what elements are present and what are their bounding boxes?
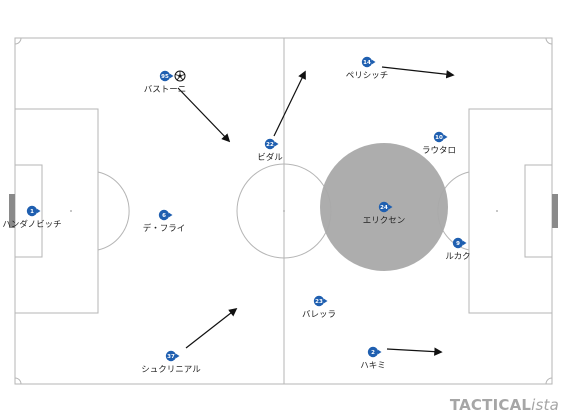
player-marker <box>165 350 177 362</box>
movement-arrow <box>273 70 306 137</box>
soccer-ball-icon <box>174 70 186 82</box>
movement-arrow <box>381 66 455 79</box>
center-spot <box>283 210 285 212</box>
players-layer: 1 ハンダノビッチ 6 デ・フライ 95 バストーニ 37 シュクリニアル 22 ビダル 23 バレッ… <box>2 56 471 375</box>
player-number: 37 <box>167 354 175 360</box>
player-direction-icon <box>372 59 376 65</box>
player-number: 9 <box>456 241 460 247</box>
player-number: 1 <box>30 209 34 215</box>
player-marker <box>367 346 379 358</box>
player-name: デ・フライ <box>143 223 186 234</box>
player-marker <box>159 70 171 82</box>
player-direction-icon <box>170 73 174 79</box>
player-number: 14 <box>363 60 371 66</box>
player-bastoni: 95 バストーニ <box>144 70 187 95</box>
left-penalty-arc <box>97 171 130 251</box>
player-number: 95 <box>161 74 169 80</box>
player-barella: 23 バレッラ <box>302 295 336 320</box>
player-direction-icon <box>275 141 279 147</box>
player-name: ハンダノビッチ <box>2 219 61 230</box>
player-marker <box>361 56 373 68</box>
player-lukaku: 9 ルカク <box>445 237 471 262</box>
player-name: ラウタロ <box>422 146 456 156</box>
player-number: 24 <box>380 205 388 211</box>
player-marker <box>378 201 390 213</box>
player-direction-icon <box>444 134 448 140</box>
corner-arc <box>14 37 22 45</box>
player-name: ビダル <box>257 152 283 163</box>
player-number: 22 <box>266 142 274 148</box>
movement-arrow <box>185 307 238 349</box>
player-direction-icon <box>37 208 41 214</box>
corner-arc <box>545 37 553 45</box>
brand-main: TACTICAL <box>449 396 532 414</box>
player-name: エリクセン <box>363 216 406 226</box>
left-penalty-spot <box>70 210 72 212</box>
player-name: ルカク <box>445 252 470 262</box>
player-direction-icon <box>463 240 467 246</box>
right-goal-area <box>524 164 553 258</box>
right-penalty-spot <box>496 210 498 212</box>
player-skriniar: 37 シュクリニアル <box>141 350 201 375</box>
player-direction-icon <box>389 204 393 210</box>
player-vidal: 22 ビダル <box>257 138 283 163</box>
player-number: 6 <box>162 213 166 219</box>
corner-arc <box>545 377 553 385</box>
player-direction-icon <box>324 298 328 304</box>
player-marker <box>26 205 38 217</box>
player-direction-icon <box>378 349 382 355</box>
left-goal <box>9 194 15 228</box>
player-number: 23 <box>315 299 323 305</box>
player-marker <box>158 209 170 221</box>
right-penalty-area <box>468 108 553 314</box>
player-name: バストーニ <box>144 85 187 95</box>
player-marker <box>433 131 445 143</box>
player-marker <box>264 138 276 150</box>
player-lautaro: 10 ラウタロ <box>422 131 456 156</box>
right-goal <box>552 194 558 228</box>
movement-arrow <box>177 87 231 143</box>
player-direction-icon <box>176 353 180 359</box>
player-name: バレッラ <box>302 310 336 320</box>
player-eriksen: 24 エリクセン <box>363 201 406 226</box>
player-handanovic: 1 ハンダノビッチ <box>2 205 62 230</box>
player-number: 10 <box>435 135 443 141</box>
player-number: 2 <box>371 350 375 356</box>
player-marker <box>452 237 464 249</box>
player-marker <box>313 295 325 307</box>
player-name: ハキミ <box>360 361 386 371</box>
player-hakimi: 2 ハキミ <box>360 346 386 371</box>
player-name: シュクリニアル <box>141 365 201 375</box>
corner-arc <box>14 377 22 385</box>
player-name: ペリシッチ <box>346 71 389 81</box>
pitch-spots <box>70 210 498 212</box>
brand-logo: TACTICALista <box>450 396 559 414</box>
movement-arrows <box>177 66 455 356</box>
player-de-vrij: 6 デ・フライ <box>143 209 186 234</box>
player-perisic: 14 ペリシッチ <box>346 56 389 81</box>
player-direction-icon <box>169 212 173 218</box>
brand-suffix: ista <box>531 396 559 414</box>
movement-arrow <box>386 347 443 356</box>
